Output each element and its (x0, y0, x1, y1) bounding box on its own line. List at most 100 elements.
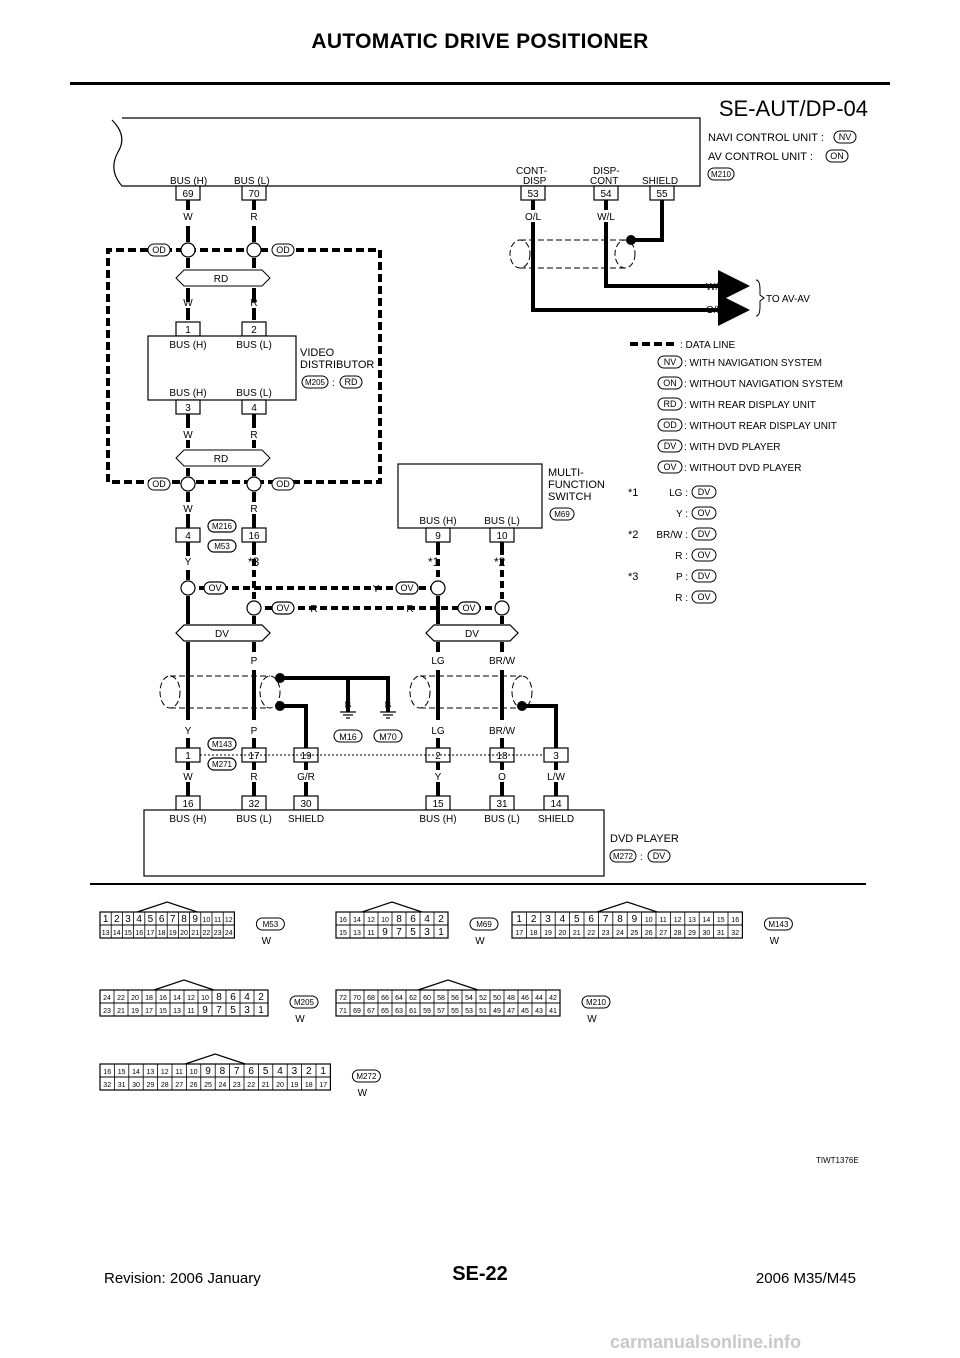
face-pin: 6 (248, 1066, 254, 1077)
face-pin: 15 (339, 930, 347, 937)
face-pin: 5 (410, 927, 416, 938)
wire-R-top: R (250, 212, 257, 223)
face-pin: 42 (549, 995, 557, 1002)
face-name: M53 (263, 920, 279, 929)
note-tag-0: DV (698, 487, 711, 497)
mfs-bus-l: BUS (L) (484, 516, 520, 527)
face-pin: 57 (437, 1008, 445, 1015)
vd-bus-h-top: BUS (H) (169, 340, 206, 351)
note-star-0: *1 (628, 487, 638, 499)
face-pin: 63 (395, 1008, 403, 1015)
dvd-colon: : (640, 852, 643, 863)
face-pin: 1 (320, 1066, 326, 1077)
wire-LG-2: LG (431, 726, 445, 737)
face-pin: 7 (234, 1066, 240, 1077)
face-pin: 23 (602, 930, 610, 937)
mfs-pin-10: 10 (496, 531, 508, 542)
face-pin: 8 (216, 992, 222, 1003)
m143-pin-17: 17 (248, 751, 260, 762)
tag-ov-1: OV (208, 583, 221, 593)
wire-LW-dvd: L/W (547, 772, 565, 783)
wire-P-2: P (251, 726, 258, 737)
wire-R-vd-out: R (250, 430, 257, 441)
vd-label-1: VIDEO (300, 347, 335, 359)
note-tag-2-pill (691, 527, 717, 541)
tag-od-4: OD (276, 479, 290, 489)
face-pin: 20 (180, 930, 188, 937)
dvd-label-bus-l-2: BUS (L) (484, 814, 520, 825)
face-pin: 2 (531, 914, 537, 925)
face-pin: 14 (113, 930, 121, 937)
face-pin: 44 (535, 995, 543, 1002)
face-pin: 45 (521, 1008, 529, 1015)
face-pin: 19 (291, 1082, 299, 1089)
face-pin: 17 (319, 1082, 327, 1089)
mfs-label-2: FUNCTION (548, 479, 605, 491)
dvd-label-bus-h-2: BUS (H) (419, 814, 456, 825)
vd-bus-l-bot: BUS (L) (236, 388, 272, 399)
face-pin: 15 (118, 1069, 126, 1076)
note-color-3: R : (675, 551, 688, 562)
vd-pin-4: 4 (251, 403, 257, 414)
face-name: M272 (356, 1072, 377, 1081)
wire-Y-m53: Y (185, 557, 192, 568)
face-pin: 5 (263, 1066, 269, 1077)
face-pin: 15 (717, 917, 725, 924)
wire-P-1: P (251, 656, 258, 667)
face-pin: 16 (135, 930, 143, 937)
vd-label-2: DISTRIBUTOR (300, 359, 374, 371)
legend-tag-ov: OV (663, 462, 676, 472)
wire-W-dvd: W (183, 772, 193, 783)
m143-pin-18: 18 (496, 751, 508, 762)
wire-R-mid-2: R (406, 604, 413, 615)
conn-m143: M143 (212, 740, 233, 749)
face-pin: 46 (521, 995, 529, 1002)
face-pin: 51 (479, 1008, 487, 1015)
face-pin: 15 (124, 930, 132, 937)
face-pin: 27 (659, 930, 667, 937)
legend-text-1: : WITHOUT NAVIGATION SYSTEM (684, 379, 843, 390)
m53-pin-4: 4 (185, 531, 191, 542)
legend-tag-rd-pill (657, 397, 683, 411)
face-pin: 43 (535, 1008, 543, 1015)
legend-tag-nv: NV (664, 357, 677, 367)
figure-ref: TIWT1376E (816, 1156, 859, 1165)
av-conn: M210 (711, 170, 732, 179)
pin-55: 55 (656, 189, 668, 200)
wire-GR-dvd: G/R (297, 772, 315, 783)
dvd-pin-32: 32 (248, 799, 260, 810)
note-tag-0-pill (691, 485, 717, 499)
watermark: carmanualsonline.info (610, 1332, 802, 1352)
legend-tag-nv-pill (657, 355, 683, 369)
face-pin: 13 (353, 930, 361, 937)
navi-label: NAVI CONTROL UNIT : (708, 132, 824, 144)
dvd-pin-16: 16 (182, 799, 194, 810)
wire-OL-top: O/L (525, 212, 542, 223)
face-pin: 2 (306, 1066, 312, 1077)
face-pin: 53 (465, 1008, 473, 1015)
face-pin: 7 (396, 927, 402, 938)
face-pin: 30 (703, 930, 711, 937)
legend-tag-dv-pill (657, 439, 683, 453)
dvd-pin-31: 31 (496, 799, 508, 810)
face-pin: 26 (190, 1082, 198, 1089)
face-color: W (358, 1088, 368, 1099)
face-pin: 18 (305, 1082, 313, 1089)
note-color-4: P : (676, 572, 688, 583)
face-pin: 12 (367, 917, 375, 924)
face-color: W (587, 1014, 597, 1025)
wire-W-m53: W (183, 504, 193, 515)
note-star-4: *3 (628, 571, 638, 583)
note-color-5: R : (675, 593, 688, 604)
vd-colon: : (332, 378, 335, 389)
face-pin: 12 (161, 1069, 169, 1076)
wire-BRW-1: BR/W (489, 656, 516, 667)
face-pin: 41 (549, 1008, 557, 1015)
pin-54: 54 (600, 189, 612, 200)
wire-BRW-2: BR/W (489, 726, 516, 737)
legend-tag-od: OD (663, 420, 677, 430)
face-pin: 19 (544, 930, 552, 937)
face-pin: 14 (173, 995, 181, 1002)
face-pin: 72 (339, 995, 347, 1002)
